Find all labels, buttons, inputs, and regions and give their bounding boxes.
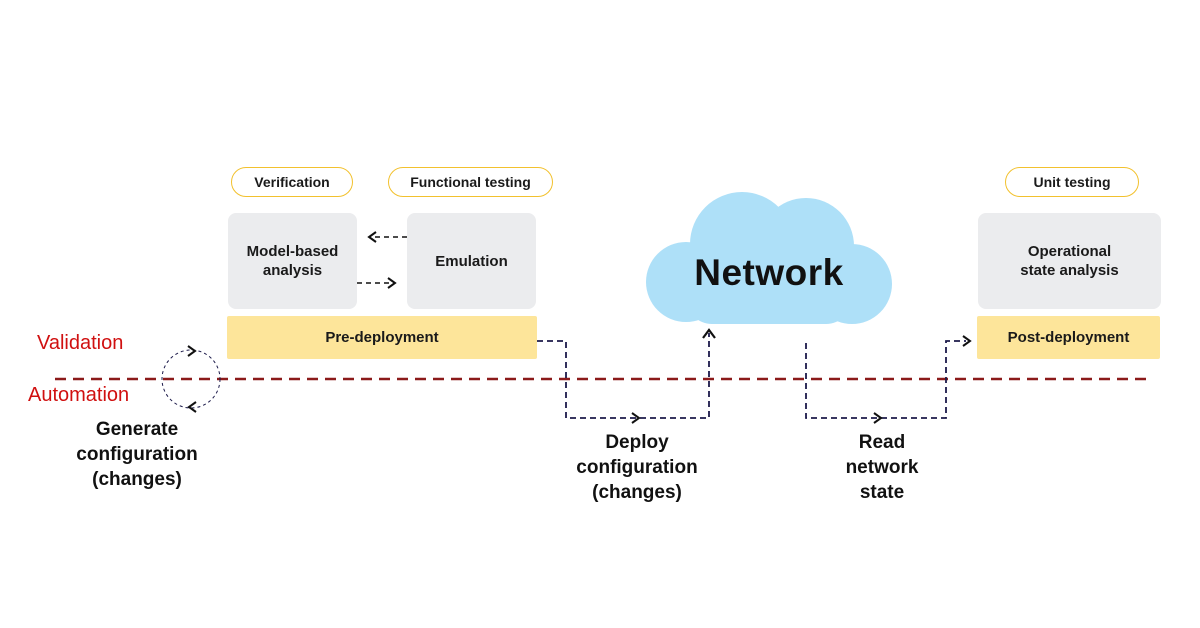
cycle-arrow-bottom-icon	[187, 401, 197, 413]
tag-unit-testing: Unit testing	[1005, 167, 1139, 197]
deploy-path-line	[537, 333, 710, 419]
read-network-state-label: Read network state	[845, 432, 919, 503]
arrow-left-icon	[367, 231, 377, 243]
model-based-analysis-box: Model-based analysis	[228, 213, 357, 309]
validation-label: Validation	[37, 332, 124, 354]
deploy-arrow-up-icon	[702, 328, 716, 339]
tag-functional-testing: Functional testing	[388, 167, 553, 197]
arrow-right-icon	[387, 277, 397, 289]
cycle-arrow-top-icon	[187, 345, 197, 357]
deploy-arrow-right-icon	[631, 412, 641, 424]
deploy-configuration-label: Deploy configuration (changes)	[576, 432, 698, 503]
read-arrow-end-icon	[962, 335, 972, 347]
generate-cycle-circle	[161, 349, 221, 409]
operational-state-analysis-box: Operational state analysis	[978, 213, 1161, 309]
network-cloud	[646, 192, 892, 324]
generate-configuration-label: Generate configuration (changes)	[76, 419, 198, 490]
pre-deployment-bar: Pre-deployment	[227, 316, 537, 359]
network-label: Network	[694, 252, 844, 293]
emulation-box: Emulation	[407, 213, 536, 309]
post-deployment-bar: Post-deployment	[977, 316, 1160, 359]
tag-verification: Verification	[231, 167, 353, 197]
read-arrow-right-icon	[873, 412, 883, 424]
read-path-line	[805, 340, 966, 419]
automation-label: Automation	[28, 384, 130, 406]
